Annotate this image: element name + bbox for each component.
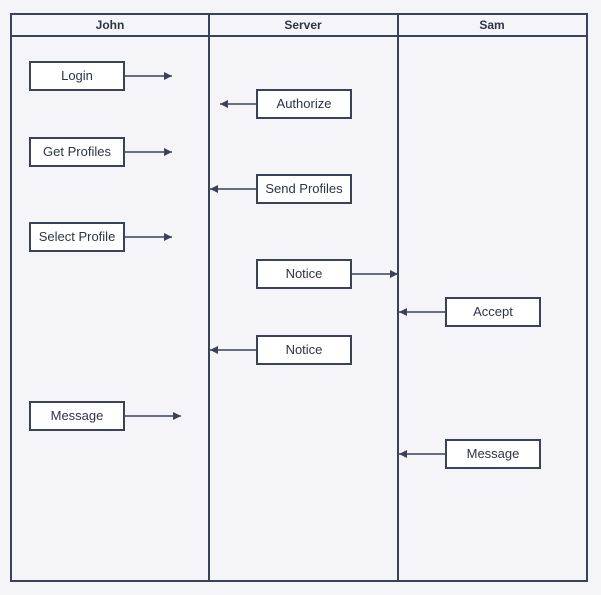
send-profiles-label: Send Profiles bbox=[265, 181, 343, 196]
send-profiles-box bbox=[256, 174, 352, 204]
select-profile-label: Select Profile bbox=[39, 229, 116, 244]
step-accept: Accept bbox=[399, 297, 541, 327]
step-get-profiles: Get Profiles bbox=[29, 137, 172, 167]
lane-title-server: Server bbox=[284, 18, 322, 32]
step-authorize: Authorize bbox=[220, 89, 352, 119]
lane-title-john: John bbox=[96, 18, 125, 32]
step-message-sam: Message bbox=[399, 439, 541, 469]
notice-2-box bbox=[256, 335, 352, 365]
message-sam-box bbox=[445, 439, 541, 469]
authorize-label: Authorize bbox=[277, 96, 332, 111]
get-profiles-label: Get Profiles bbox=[43, 144, 111, 159]
accept-box bbox=[445, 297, 541, 327]
message-john-label: Message bbox=[51, 408, 104, 423]
step-notice-2: Notice bbox=[210, 335, 352, 365]
step-notice-1: Notice bbox=[256, 259, 398, 289]
notice-2-label: Notice bbox=[286, 342, 323, 357]
notice-1-label: Notice bbox=[286, 266, 323, 281]
step-message-john: Message bbox=[29, 401, 181, 431]
message-sam-label: Message bbox=[467, 446, 520, 461]
accept-label: Accept bbox=[473, 304, 513, 319]
login-label: Login bbox=[61, 68, 93, 83]
lane-title-sam: Sam bbox=[479, 18, 504, 32]
step-select-profile: Select Profile bbox=[29, 222, 172, 252]
step-send-profiles: Send Profiles bbox=[210, 174, 352, 204]
message-john-box bbox=[29, 401, 125, 431]
login-box bbox=[29, 61, 125, 91]
step-login: Login bbox=[29, 61, 172, 91]
